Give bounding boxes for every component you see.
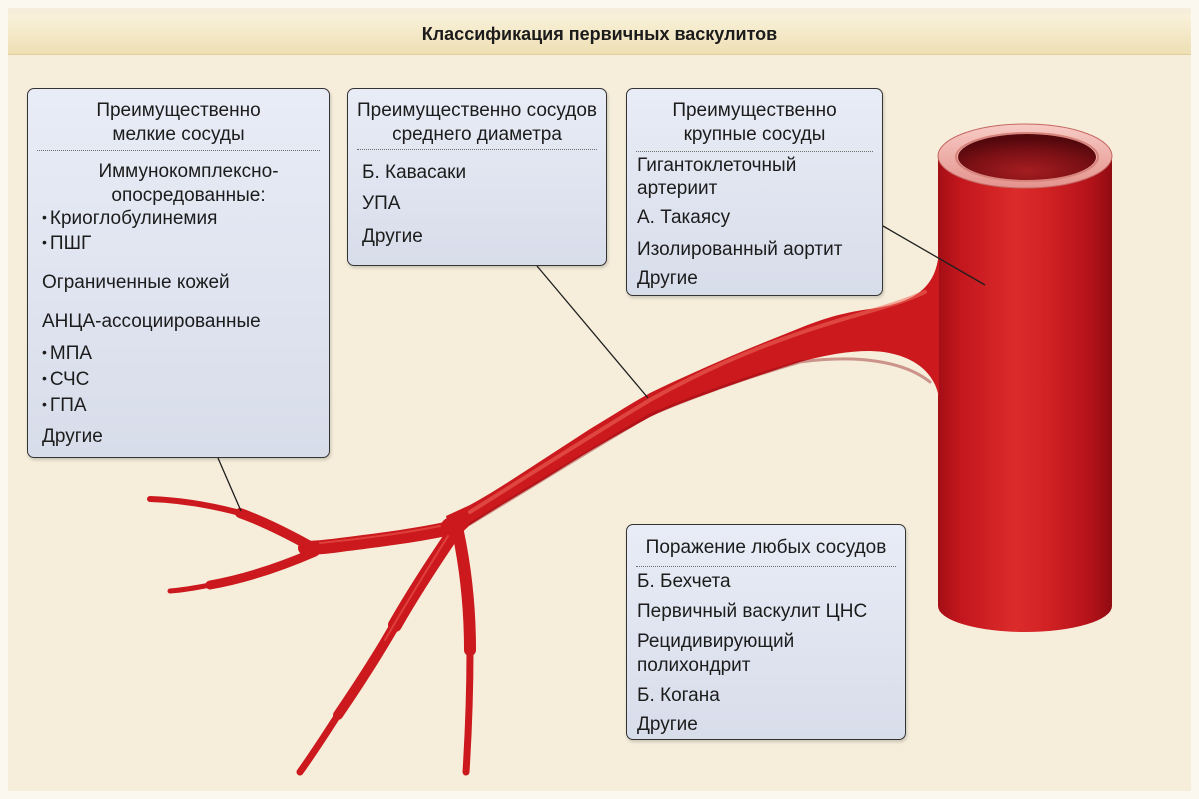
anca-heading: АНЦА-ассоциированные <box>42 310 261 334</box>
aorta-body <box>938 154 1112 632</box>
list-item: ГПА <box>42 394 87 418</box>
branch-upper-left-distal <box>150 499 240 513</box>
list-item: Другие <box>637 713 698 737</box>
list-item: ПШГ <box>42 232 91 256</box>
list-item: Другие <box>637 267 698 291</box>
list-item: УПА <box>362 192 400 216</box>
branch-down-proximal <box>458 532 470 650</box>
small-vessels-heading: Преимущественно мелкие сосуды <box>28 99 329 147</box>
small-vessels-divider <box>37 150 320 151</box>
list-item: Б. Бехчета <box>637 570 731 594</box>
list-item: Изолированный аортит <box>637 238 842 262</box>
list-item: Б. Кавасаки <box>362 161 466 185</box>
aorta-lumen <box>958 134 1096 180</box>
large-vessels-divider <box>636 151 873 152</box>
list-item: Б. Когана <box>637 684 720 708</box>
list-item: Криоглобулинемия <box>42 207 217 231</box>
branch-highlight <box>385 536 448 640</box>
immune-complex-heading: Иммунокомплексно- опосредованные: <box>48 160 329 208</box>
large-vessels-heading: Преимущественно крупные сосуды <box>627 99 882 147</box>
medium-vessels-box: Преимущественно сосудов среднего диаметр… <box>347 88 607 266</box>
medium-vessels-divider <box>357 149 597 150</box>
branch-down-distal <box>466 650 470 772</box>
branch-lower-left-distal <box>170 585 210 591</box>
list-item: А. Такаясу <box>637 206 730 230</box>
list-item: СЧС <box>42 368 89 392</box>
branch-left <box>305 527 455 548</box>
branch-down-left-distal <box>300 715 338 772</box>
any-vessels-divider <box>636 566 896 567</box>
any-vessels-box: Поражение любых сосудов Б. Бехчета Перви… <box>626 524 906 740</box>
list-item: МПА <box>42 342 92 366</box>
large-vessels-box: Преимущественно крупные сосуды Гигантокл… <box>626 88 883 296</box>
connector-small-vessels <box>218 458 241 511</box>
medium-vessels-heading: Преимущественно сосудов среднего диаметр… <box>348 99 606 147</box>
branch-upper-left-proximal <box>240 513 310 546</box>
small-vessels-box: Преимущественно мелкие сосуды Иммунокомп… <box>27 88 330 458</box>
any-vessels-heading: Поражение любых сосудов <box>627 536 905 560</box>
list-item: Другие <box>362 225 423 249</box>
list-item: Рецидивирующий полихондрит <box>637 630 794 678</box>
branch-lower-left-proximal <box>210 552 315 585</box>
small-vessels-other: Другие <box>42 425 103 449</box>
list-item: Гигантоклеточный артериит <box>637 154 796 200</box>
skin-limited-label: Ограниченные кожей <box>42 271 230 295</box>
list-item: Первичный васкулит ЦНС <box>637 600 867 624</box>
